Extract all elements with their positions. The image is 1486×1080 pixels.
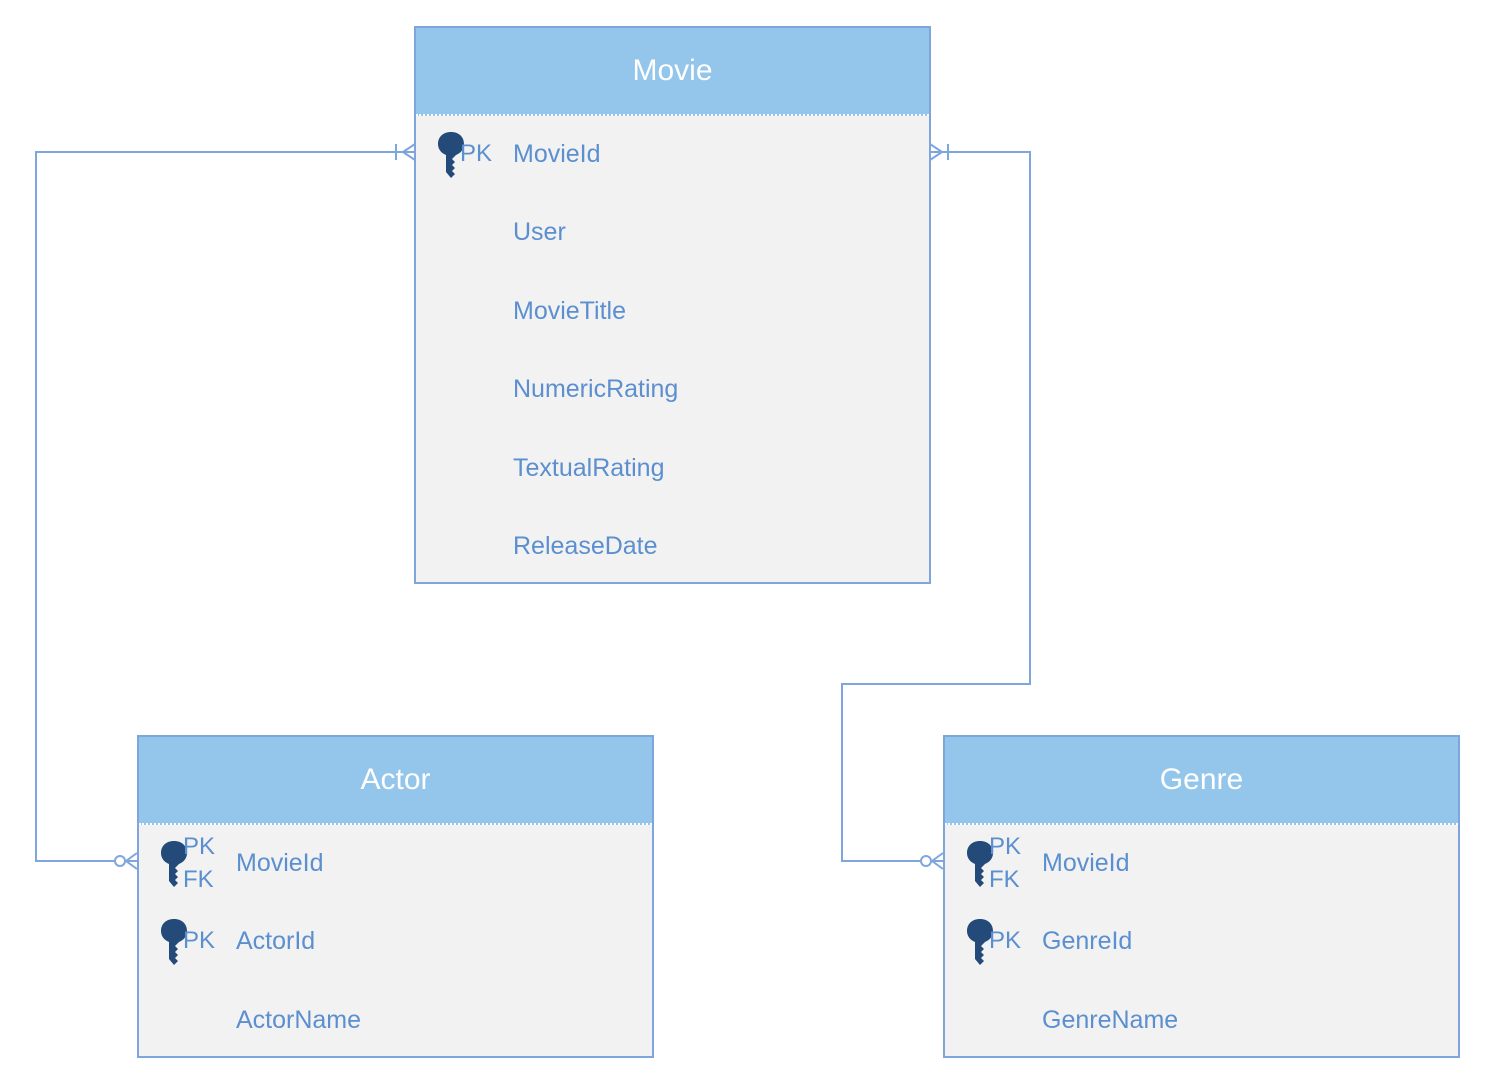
field-row[interactable]: PK MovieId — [416, 124, 929, 184]
pk-badge: PK — [183, 833, 216, 860]
key-icon — [161, 919, 187, 966]
entity-title: Genre — [945, 737, 1458, 825]
field-name: MovieId — [513, 140, 601, 168]
field-row[interactable]: User — [416, 202, 929, 262]
key-icon — [161, 841, 187, 887]
key-icon — [438, 132, 464, 178]
actor-zero-or-many-marker — [114, 852, 138, 870]
entity-title: Actor — [139, 737, 652, 825]
field-row[interactable]: ReleaseDate — [416, 516, 929, 576]
fk-badge: FK — [183, 866, 214, 893]
field-row[interactable]: GenreName — [945, 990, 1458, 1050]
field-name: MovieId — [236, 849, 324, 877]
key-icon — [967, 919, 993, 966]
field-name: GenreId — [1042, 927, 1133, 956]
genre-zero-or-many-marker — [920, 852, 944, 870]
field-name: NumericRating — [513, 375, 679, 404]
field-name: GenreName — [1042, 1005, 1179, 1034]
field-row[interactable]: PK GenreId — [945, 911, 1458, 971]
key-badges: PK FK — [183, 830, 215, 896]
field-name: MovieTitle — [513, 296, 626, 325]
key-badges: PK — [460, 137, 492, 170]
entity-title: Movie — [416, 28, 929, 116]
key-badges: PK — [989, 924, 1021, 957]
key-badges: PK FK — [989, 830, 1021, 896]
field-name: TextualRating — [513, 453, 665, 482]
field-row[interactable]: ActorName — [139, 990, 652, 1050]
pk-badge: PK — [989, 833, 1022, 860]
field-name: ReleaseDate — [513, 532, 658, 560]
field-row[interactable]: PK FK MovieId — [945, 833, 1458, 893]
key-badges: PK — [183, 924, 215, 957]
pk-badge: PK — [460, 140, 493, 167]
movie-one-and-only-one-marker — [395, 143, 416, 161]
field-row[interactable]: TextualRating — [416, 438, 929, 498]
field-name: ActorName — [236, 1005, 362, 1034]
field-name: User — [513, 218, 566, 247]
field-row[interactable]: MovieTitle — [416, 281, 929, 341]
field-row[interactable]: PK FK MovieId — [139, 833, 652, 893]
movie-one-and-only-one-marker-right — [929, 143, 949, 161]
field-row[interactable]: NumericRating — [416, 359, 929, 419]
field-name: MovieId — [1042, 849, 1130, 877]
field-row[interactable]: PK ActorId — [139, 911, 652, 971]
key-icon — [967, 841, 993, 887]
movie-genre-relationship-line — [841, 151, 1031, 862]
movie-actor-relationship-line — [35, 151, 415, 862]
field-name: ActorId — [236, 927, 316, 956]
fk-badge: FK — [989, 866, 1020, 893]
pk-badge: PK — [989, 927, 1022, 955]
pk-badge: PK — [183, 927, 216, 955]
